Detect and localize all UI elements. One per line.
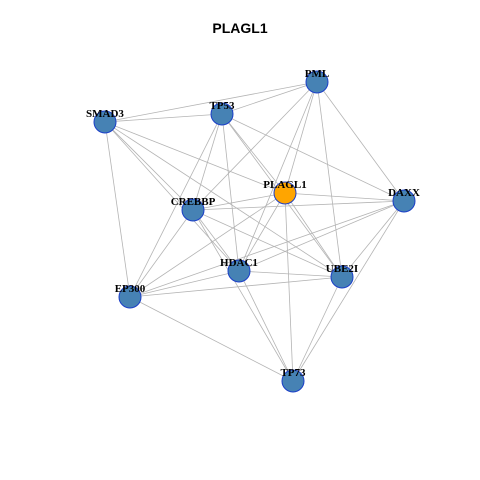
- edge-layer: [104, 81, 405, 382]
- edge-daxx-tp73: [292, 200, 405, 382]
- graph-title: PLAGL1: [212, 20, 268, 36]
- edge-crebbp-ube2i: [192, 209, 343, 278]
- node-ube2i: [330, 265, 354, 289]
- edge-hdac1-tp73: [238, 270, 294, 382]
- edge-crebbp-hdac1: [192, 209, 240, 272]
- node-daxx: [392, 189, 416, 213]
- node-label-smad3: SMAD3: [86, 108, 124, 120]
- node-label-daxx: DAXX: [388, 187, 420, 199]
- edge-crebbp-tp73: [192, 209, 294, 382]
- edge-daxx-ube2i: [341, 200, 405, 278]
- node-label-tp73: TP73: [280, 367, 306, 379]
- edge-tp53-plagl1: [221, 113, 286, 194]
- edge-smad3-plagl1: [104, 121, 286, 194]
- edge-plagl1-tp73: [284, 192, 294, 382]
- node-smad3: [93, 110, 117, 134]
- edge-crebbp-ep300: [129, 209, 194, 298]
- edge-tp53-crebbp: [192, 113, 223, 211]
- edge-daxx-hdac1: [238, 200, 405, 272]
- edge-daxx-ep300: [129, 200, 405, 298]
- edge-pml-daxx: [316, 81, 405, 202]
- edge-plagl1-ube2i: [284, 192, 343, 278]
- node-tp73: [281, 369, 305, 393]
- edge-crebbp-plagl1: [192, 192, 286, 211]
- edge-smad3-ep300: [104, 121, 131, 298]
- edge-plagl1-ep300: [129, 192, 286, 298]
- node-label-ube2i: UBE2I: [326, 263, 358, 275]
- node-label-pml: PML: [305, 68, 329, 80]
- node-label-ep300: EP300: [115, 283, 146, 295]
- edge-hdac1-ube2i: [238, 270, 343, 278]
- node-tp53: [210, 102, 234, 126]
- node-label-tp53: TP53: [209, 100, 235, 112]
- node-hdac1: [227, 259, 251, 283]
- node-crebbp: [181, 198, 205, 222]
- edge-hdac1-ep300: [129, 270, 240, 298]
- edge-tp53-daxx: [221, 113, 405, 202]
- edge-ube2i-ep300: [129, 276, 343, 298]
- node-label-crebbp: CREBBP: [171, 196, 216, 208]
- edge-smad3-pml: [104, 81, 318, 123]
- edge-plagl1-daxx: [284, 192, 405, 202]
- edge-crebbp-daxx: [192, 200, 405, 211]
- edge-pml-ube2i: [316, 81, 343, 278]
- edge-tp53-hdac1: [221, 113, 240, 272]
- node-plagl1: [273, 181, 297, 205]
- edge-pml-crebbp: [192, 81, 318, 211]
- edge-smad3-ube2i: [104, 121, 343, 278]
- edge-pml-plagl1: [284, 81, 318, 194]
- edge-ube2i-tp73: [292, 276, 343, 382]
- edge-smad3-tp53: [104, 113, 223, 123]
- edge-plagl1-hdac1: [238, 192, 286, 272]
- node-pml: [305, 70, 329, 94]
- edge-tp53-ep300: [129, 113, 223, 298]
- node-label-hdac1: HDAC1: [220, 257, 258, 269]
- node-layer: [93, 70, 416, 393]
- edge-ep300-tp73: [129, 296, 294, 382]
- edge-smad3-hdac1: [104, 121, 240, 272]
- node-ep300: [118, 285, 142, 309]
- edge-smad3-crebbp: [104, 121, 194, 211]
- edge-pml-hdac1: [238, 81, 318, 272]
- node-label-plagl1: PLAGL1: [263, 179, 306, 191]
- edge-pml-tp53: [221, 81, 318, 115]
